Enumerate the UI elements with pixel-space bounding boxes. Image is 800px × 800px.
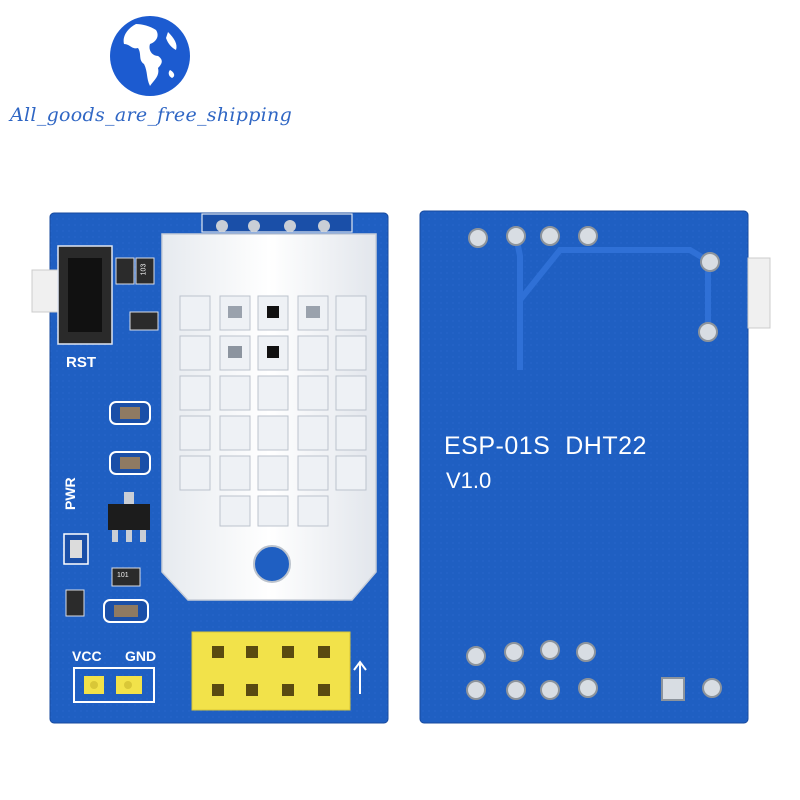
dht22-sensor bbox=[161, 233, 377, 601]
reset-button-component bbox=[31, 245, 113, 345]
watermark-text: All_goods_are_free_shipping bbox=[10, 104, 293, 126]
vcc-label: VCC bbox=[72, 648, 102, 664]
resistor-code-label: 103 bbox=[140, 263, 148, 276]
back-board-version: V1.0 bbox=[446, 468, 492, 493]
power-label: PWR bbox=[62, 477, 78, 510]
resistor-code-label-2: 101 bbox=[117, 572, 129, 579]
back-board-title: ESP-01S DHT22 bbox=[444, 432, 647, 460]
back-board bbox=[419, 210, 771, 724]
globe-icon bbox=[110, 16, 190, 96]
gnd-label: GND bbox=[125, 648, 157, 664]
reset-label: RST bbox=[66, 354, 96, 371]
front-board bbox=[31, 212, 389, 724]
esp01-female-header bbox=[191, 631, 367, 711]
